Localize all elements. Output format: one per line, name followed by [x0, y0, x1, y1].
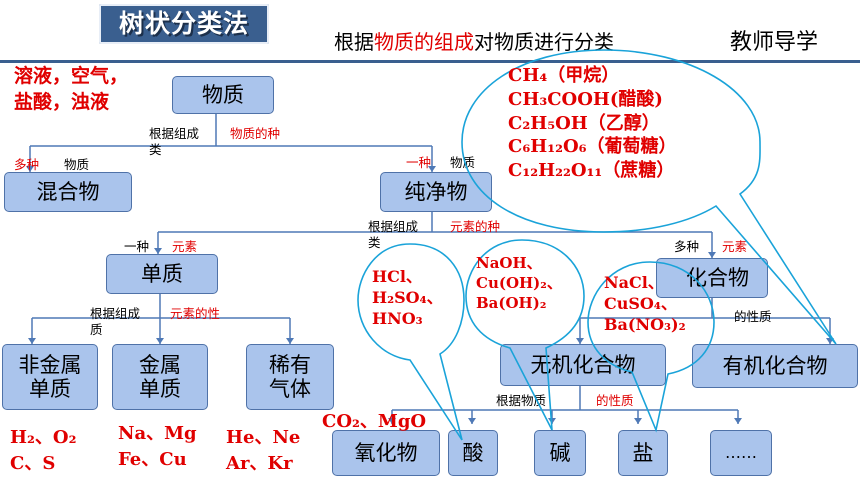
- label-by-composition-2: 根据组成: [368, 219, 419, 234]
- salt-bubble: [587, 261, 715, 433]
- organic-example-5: C₁₂H₂₂O₁₁（蔗糖）: [508, 160, 675, 181]
- node-salt: 盐: [618, 430, 668, 476]
- node-pure-substance: 纯净物: [380, 172, 492, 212]
- salt-example-1: NaCl、: [604, 273, 664, 292]
- salt-example-3: Ba(NO₃)₂: [604, 315, 686, 335]
- base-bubble: [465, 239, 585, 431]
- metal-example-line1: Na、Mg: [118, 423, 197, 444]
- nonmetal-example-line2: C、S: [10, 453, 56, 474]
- salt-examples: NaCl、 CuSO₄、 Ba(NO₃)₂: [604, 272, 686, 335]
- label-element-red-2: 元素: [722, 239, 748, 254]
- node-nonmetal: 非金属单质: [2, 344, 98, 410]
- label-one-red: 一种: [406, 155, 432, 170]
- label-element-property: 元素的性: [170, 306, 221, 321]
- organic-example-3: C₂H₅OH（乙醇）: [508, 112, 660, 134]
- organic-examples: CH₄（甲烷） CH₃COOH(醋酸) C₂H₅OH（乙醇） C₆H₁₂O₆（葡…: [508, 64, 677, 183]
- mixture-example-line2: 盐酸，浊液: [14, 91, 110, 113]
- acid-bubble: [357, 243, 465, 441]
- node-element-substance: 单质: [106, 254, 218, 294]
- metal-example-line2: Fe、Cu: [118, 449, 187, 470]
- label-property-suffix: 质: [90, 322, 103, 337]
- label-many-matter: 物质: [64, 157, 90, 172]
- base-example-3: Ba(OH)₂: [476, 293, 547, 312]
- acid-example-3: HNO₃: [372, 309, 423, 329]
- node-noble-gas: 稀有气体: [246, 344, 334, 410]
- organic-example-4: C₆H₁₂O₆（葡萄糖）: [508, 136, 677, 158]
- organic-example-1: CH₄（甲烷）: [508, 65, 620, 86]
- label-matter-kinds: 物质的种: [230, 126, 281, 141]
- label-by-composition-1: 根据组成: [149, 126, 200, 141]
- organic-example-2: CH₃COOH(醋酸): [508, 88, 663, 110]
- teacher-guide-label: 教师导学: [730, 30, 819, 55]
- label-kind-suffix-2: 类: [368, 235, 381, 250]
- base-examples: NaOH、 Cu(OH)₂、 Ba(OH)₂: [476, 254, 562, 313]
- node-base: 碱: [534, 430, 586, 476]
- node-compound: 化合物: [656, 258, 768, 298]
- node-oxide: 氧化物: [332, 430, 440, 476]
- label-by-substance: 根据物质: [496, 393, 547, 408]
- oxide-example: CO₂、MgO: [322, 411, 427, 432]
- salt-example-2: CuSO₄、: [604, 294, 677, 314]
- header-divider: [0, 60, 860, 63]
- organic-bubble: [461, 49, 837, 345]
- base-example-2: Cu(OH)₂、: [476, 273, 562, 292]
- label-one-element: 一种: [124, 239, 150, 254]
- nonmetal-example-line1: H₂、O₂: [10, 427, 77, 448]
- subtitle-pre: 根据: [334, 30, 374, 54]
- label-many-red: 多种: [14, 157, 40, 172]
- node-mixture: 混合物: [4, 172, 132, 212]
- label-substance-property: 的性质: [596, 393, 634, 408]
- title-banner: 树状分类法: [99, 4, 269, 44]
- mixture-example-line1: 溶液，空气，: [14, 65, 129, 87]
- noble-example-line1: He、Ne: [226, 427, 301, 448]
- node-acid: 酸: [448, 430, 498, 476]
- acid-examples: HCl、 H₂SO₄、 HNO₃: [372, 266, 443, 329]
- noble-example-line2: Ar、Kr: [226, 453, 293, 474]
- label-element-kinds: 元素的种: [450, 219, 501, 234]
- label-one-matter: 物质: [450, 155, 476, 170]
- acid-example-1: HCl、: [372, 267, 422, 286]
- base-example-1: NaOH、: [476, 254, 542, 272]
- node-organic: 有机化合物: [692, 344, 858, 388]
- label-compound-property: 的性质: [734, 309, 772, 324]
- label-kind-suffix-1: 类: [149, 142, 162, 157]
- subtitle-highlight: 物质的组成: [374, 30, 474, 54]
- label-many-element: 多种: [674, 239, 700, 254]
- node-matter: 物质: [172, 76, 274, 114]
- acid-example-2: H₂SO₄、: [372, 288, 443, 308]
- label-element-red-1: 元素: [172, 239, 198, 254]
- page-title: 树状分类法: [118, 9, 249, 38]
- node-etc: ……: [710, 430, 772, 476]
- node-metal: 金属单质: [112, 344, 208, 410]
- label-by-composition-3: 根据组成: [90, 306, 141, 321]
